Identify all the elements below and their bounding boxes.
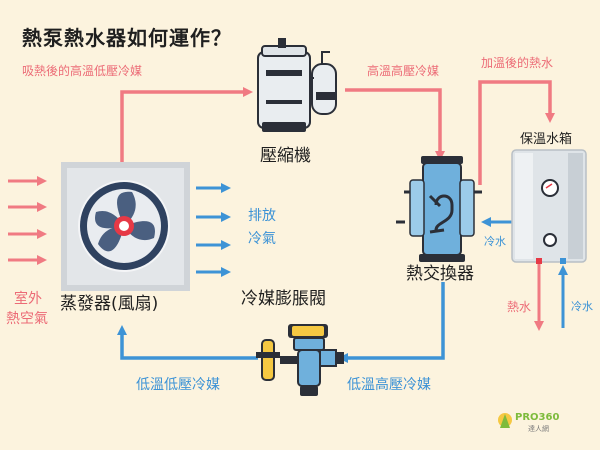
outdoor-air-label-line1: 室外 <box>14 291 42 307</box>
heated-water-label: 加溫後的熱水 <box>481 56 554 70</box>
storage-tank-label: 保溫水箱 <box>520 132 573 147</box>
absorbed-refrigerant-label: 吸熱後的高溫低壓冷媒 <box>22 64 143 78</box>
low-temp-low-pressure-label: 低溫低壓冷媒 <box>136 377 220 393</box>
exhaust-label-line1: 排放 <box>248 208 276 224</box>
outdoor-air-arrows <box>8 176 47 265</box>
compressor <box>257 38 337 132</box>
compressor-label: 壓縮機 <box>260 146 311 166</box>
evaporator-label: 蒸發器(風扇) <box>60 294 159 314</box>
high-temp-refrigerant-label: 高溫高壓冷媒 <box>367 64 440 78</box>
logo-brand: PRO360 <box>515 412 560 423</box>
hot-refrigerant-path <box>120 87 445 165</box>
heated-water-path <box>478 80 555 185</box>
cold-refrigerant-path <box>117 282 445 363</box>
heat-exchanger-unit <box>396 156 482 262</box>
heat-exchanger-label: 熱交換器 <box>406 264 474 284</box>
logo-sub: 達人網 <box>528 425 549 433</box>
expansion-valve-unit <box>256 324 344 396</box>
exhaust-arrows <box>196 183 231 277</box>
hot-water-out-label: 熱水 <box>507 300 532 314</box>
expansion-valve-label: 冷媒膨脹閥 <box>241 289 326 309</box>
cold-water-supply-label: 冷水 <box>571 300 593 313</box>
pro360-logo-mark <box>498 413 512 428</box>
page-title: 熱泵熱水器如何運作？ <box>22 26 232 50</box>
exhaust-label-line2: 冷氣 <box>248 231 276 247</box>
storage-tank <box>511 149 587 264</box>
evaporator-fan <box>61 162 190 291</box>
outdoor-air-label-line2: 熱空氣 <box>6 311 48 327</box>
low-temp-high-pressure-label: 低溫高壓冷媒 <box>347 377 431 393</box>
cold-water-inlet-label: 冷水 <box>484 235 506 248</box>
